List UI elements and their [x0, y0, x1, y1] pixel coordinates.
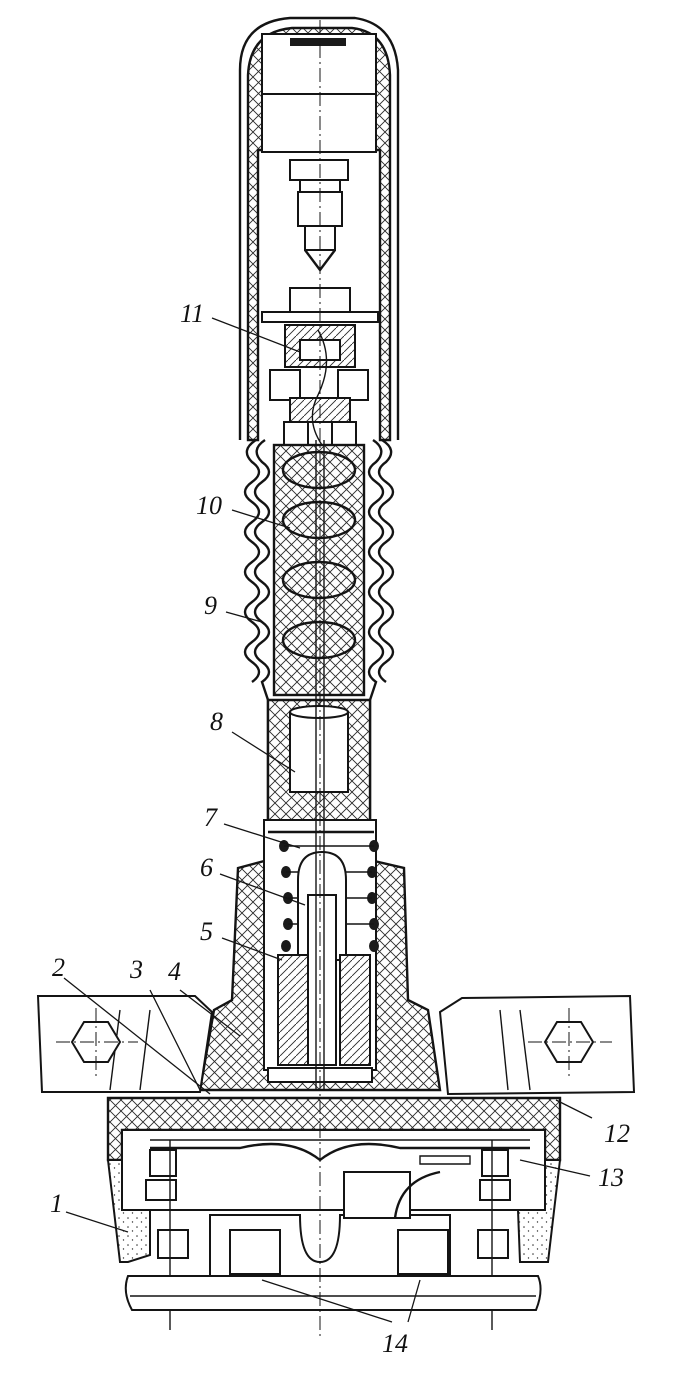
callout-8: 8: [210, 707, 223, 736]
mounting-flange: [36, 994, 636, 1096]
callout-13: 13: [598, 1163, 624, 1192]
contact-assembly: [269, 324, 369, 453]
top-cap: [238, 16, 400, 442]
right-bolt-hex: [528, 1008, 612, 1076]
callout-2: 2: [52, 953, 65, 982]
leader-lines: [63, 317, 593, 1323]
base-housing: [106, 1096, 562, 1330]
bellows-sheath: [243, 438, 395, 860]
callout-14: 14: [382, 1329, 408, 1358]
cap-middle-block: [261, 93, 377, 153]
center-rod: [315, 440, 325, 1090]
callout-6: 6: [200, 853, 213, 882]
callout-11: 11: [180, 299, 204, 328]
upper-terminal: [261, 159, 379, 323]
callout-9: 9: [204, 591, 217, 620]
callout-3: 3: [129, 955, 143, 984]
callout-12: 12: [604, 1119, 630, 1148]
callout-1: 1: [50, 1189, 63, 1218]
left-bolt-hex: [56, 1008, 138, 1076]
sleeve: [289, 711, 349, 793]
callout-labels: 11 10 9 8 7 6 5 4 3 2 1 12 13 14: [50, 299, 630, 1358]
callout-7: 7: [204, 803, 218, 832]
callout-4: 4: [168, 957, 181, 986]
callout-5: 5: [200, 917, 213, 946]
callout-10: 10: [196, 491, 222, 520]
